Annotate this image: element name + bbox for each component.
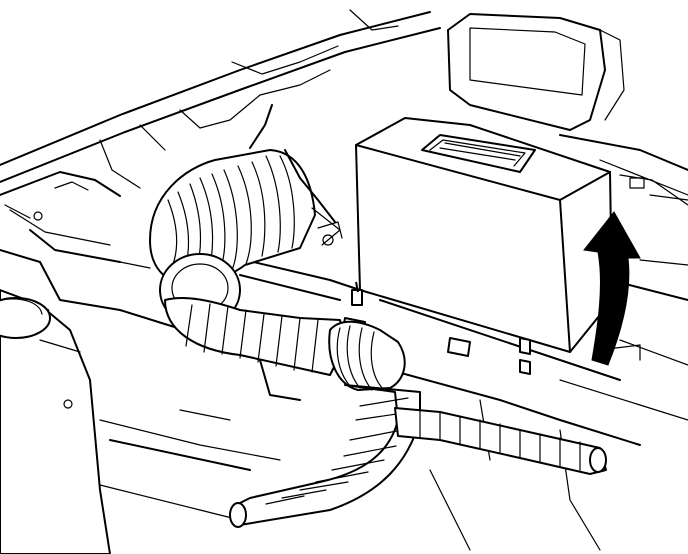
floor-lines [0,229,641,551]
duct-coupling [328,320,406,391]
left-cylinder [0,289,111,554]
dashboard-panel [0,9,441,246]
control-module [355,117,613,353]
right-branch-duct [394,407,607,475]
upper-air-duct [149,104,341,285]
lower-air-duct [229,384,421,528]
removal-arrow [583,211,641,366]
seat-back [447,13,625,131]
middle-air-duct [164,297,346,376]
